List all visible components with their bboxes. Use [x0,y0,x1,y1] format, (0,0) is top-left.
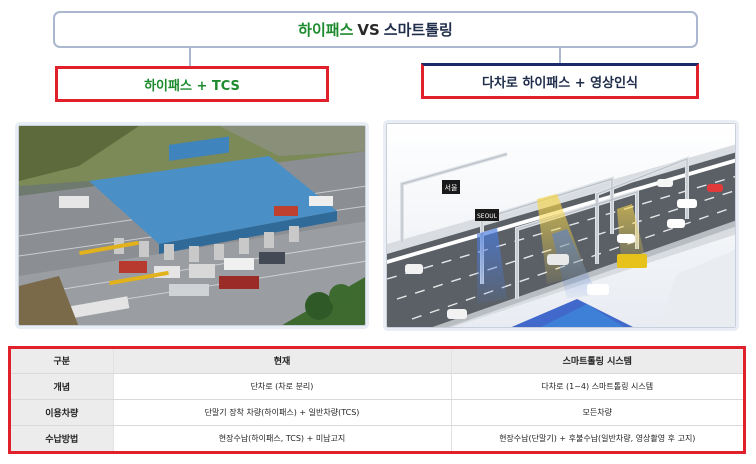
row-label-vehicles: 이용차량 [11,399,114,427]
right-panel-label: 다차로 하이패스 + 영상인식 [421,63,699,99]
table-header-row: 구분 현재 스마트톨링 시스템 [11,349,743,374]
table-row: 수납방법 현장수납(하이패스, TCS) + 미납고지 현장수납(단말기) + … [11,425,743,451]
connector-left-vertical [189,48,191,66]
comparison-table: 구분 현재 스마트톨링 시스템 개념 단차로 (차로 분리) 다차로 (1~4)… [8,346,746,454]
seoul-sign [442,180,460,194]
seoul-sign-en-board [475,209,499,221]
toll-plaza-illustration [19,126,365,325]
smart-tolling-illustration: 서울 SEOUL [387,124,735,327]
comparison-title: 하이패스 VS 스마트톨링 [53,11,698,48]
cell-smart-concept: 다차로 (1~4) 스마트톨링 시스템 [451,373,743,400]
table-row: 이용차량 단말기 장착 차량(하이패스) + 일반차량(TCS) 모든차량 [11,399,743,427]
header-category: 구분 [11,349,114,374]
cell-current-concept: 단차로 (차로 분리) [113,373,452,400]
row-label-concept: 개념 [11,373,114,400]
title-hipass: 하이패스 [298,21,354,39]
cell-current-vehicles: 단말기 장착 차량(하이패스) + 일반차량(TCS) [113,399,452,427]
left-panel-label-text: 하이패스 + TCS [144,78,240,94]
toll-plaza-photo [18,125,366,326]
row-label-payment: 수납방법 [11,425,114,451]
seoul-sign-en: SEOUL [477,213,498,220]
header-current: 현재 [113,349,452,374]
title-smart-tolling: 스마트톨링 [383,21,453,39]
comparison-table-grid: 구분 현재 스마트톨링 시스템 개념 단차로 (차로 분리) 다차로 (1~4)… [11,349,743,451]
left-panel-label: 하이패스 + TCS [55,66,329,102]
multilane-highway-illustration: 서울 SEOUL [386,123,736,328]
cell-smart-payment: 현장수납(단말기) + 후불수납(일반차량, 영상촬영 후 고지) [499,434,696,444]
header-smart-tolling: 스마트톨링 시스템 [451,349,743,374]
connector-right-vertical [559,48,561,63]
title-vs: VS [357,20,380,39]
right-panel-label-text: 다차로 하이패스 + 영상인식 [481,75,639,91]
seoul-sign-kr: 서울 [445,183,458,192]
cell-current-payment: 현장수납(하이패스, TCS) + 미납고지 [113,425,452,451]
cell-smart-vehicles: 모든차량 [451,399,743,427]
table-row: 개념 단차로 (차로 분리) 다차로 (1~4) 스마트톨링 시스템 [11,373,743,400]
